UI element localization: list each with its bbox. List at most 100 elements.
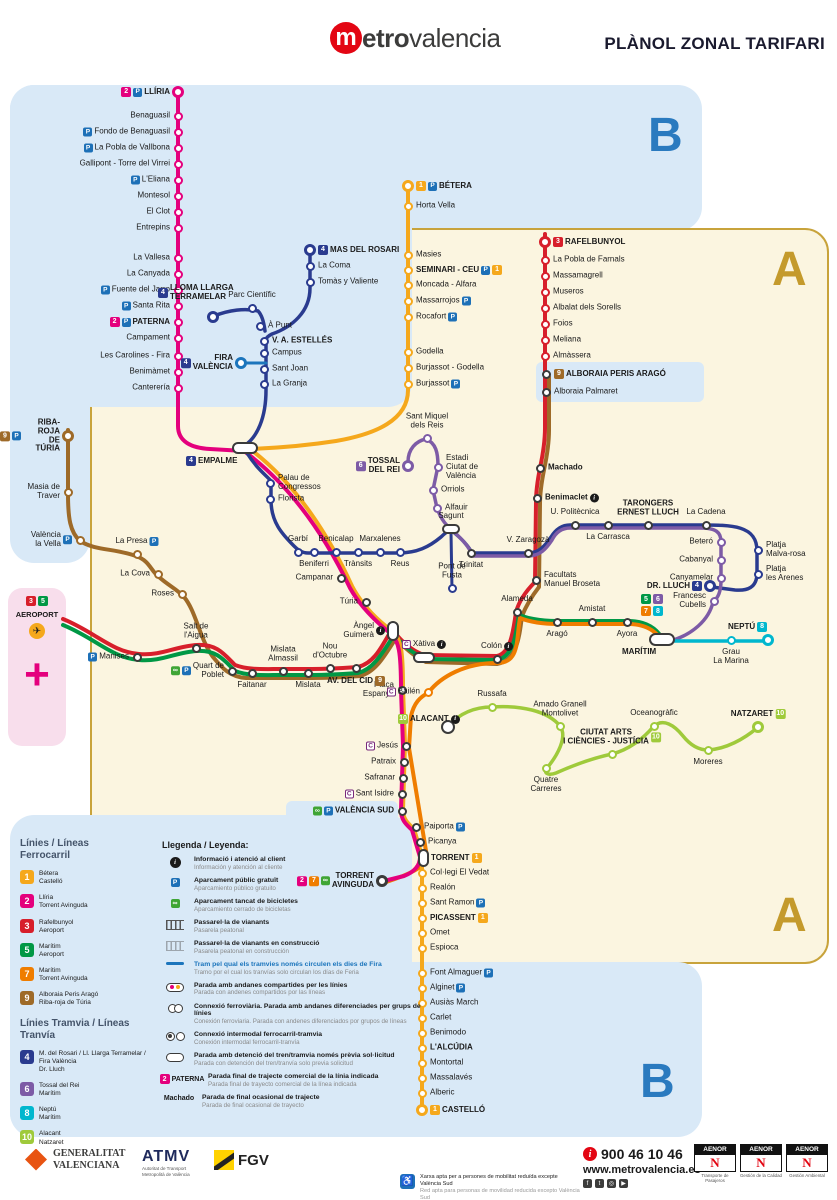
- station-name: AV. DEL CID: [326, 675, 374, 685]
- station-dot: [403, 379, 413, 389]
- station-dot: [716, 555, 726, 565]
- line-10-badge: 10: [775, 709, 786, 719]
- station-label: Roses: [151, 588, 174, 599]
- station-name: NATZARET: [730, 708, 774, 718]
- station-dot: [552, 617, 562, 627]
- station-name: Mislata: [295, 680, 321, 689]
- station-name: Sagunt: [438, 511, 464, 521]
- line-2-badge: 2: [109, 317, 120, 327]
- station-name: València la Vella: [30, 530, 61, 548]
- walkway-glyph: [166, 919, 184, 930]
- station-name: Roses: [151, 588, 174, 598]
- parking-icon: P: [448, 312, 458, 322]
- station-name: LLOMA LLARGA TERRAMELAR: [170, 283, 234, 301]
- station-label: La Canyada: [126, 268, 170, 279]
- station-dot: [523, 548, 533, 558]
- legend-text-es: Parada con andenes compartidos por las l…: [194, 989, 326, 997]
- station-name: Sant Miquel dels Reis: [405, 411, 449, 430]
- station-label: Ausiàs March: [430, 998, 478, 1008]
- line-4-badge: 4: [180, 358, 191, 368]
- fgv-wordmark: FGV: [238, 1151, 269, 1169]
- station-dot: [417, 983, 427, 993]
- station-label: Quatre Carreres: [530, 775, 561, 794]
- station-dot: [417, 968, 427, 978]
- station-dot: [305, 261, 315, 271]
- legend-text: Connexió ferroviària. Parada amb andanes…: [194, 1003, 422, 1026]
- station-name: Russafa: [477, 689, 507, 699]
- station-name: La Canyada: [126, 268, 170, 278]
- station-dot: [173, 301, 183, 311]
- instagram-icon: ◎: [607, 1179, 616, 1188]
- station-label: Moreres: [693, 757, 722, 767]
- station-label: La Granja: [272, 379, 307, 389]
- station-label: Machado: [548, 463, 583, 473]
- station-dot: [417, 1013, 427, 1023]
- station-name: Canterería: [132, 382, 170, 392]
- station-label: Museros: [553, 286, 584, 297]
- legend-text-ca: Aparcament tancat de bicicletes: [194, 897, 298, 905]
- station-name: BÉTERA: [439, 180, 472, 190]
- line-6-path: [406, 437, 723, 643]
- page-title: PLÀNOL ZONAL TARIFARI: [604, 34, 825, 53]
- station-label-aeroport: AEROPORT: [15, 610, 59, 619]
- legend-text-es: Aparcamiento público gratuito: [194, 884, 276, 892]
- station-dot: [587, 617, 597, 627]
- station-name: Museros: [553, 286, 584, 296]
- station-name: Safranar: [364, 772, 395, 782]
- station-name: Entrepins: [136, 222, 170, 232]
- station-name: Les Carolines - Fira: [100, 350, 170, 360]
- walkway-construction-glyph: [166, 940, 184, 951]
- station-name: Àngel Guimerà: [343, 621, 374, 639]
- station-interchange: [442, 524, 460, 534]
- station-name: Font Almaguer: [430, 967, 483, 977]
- airplane-icon: ✈: [29, 623, 45, 639]
- gva-line1: GENERALITAT: [53, 1148, 126, 1159]
- station-dot: [132, 652, 142, 662]
- atmv-caption: Autoritat de Transport Metropolità de Va…: [142, 1166, 190, 1177]
- station-dot: [541, 369, 551, 379]
- legend-bike-icon: ∞: [162, 898, 188, 908]
- station-dot: [701, 520, 711, 530]
- legend-text-ca: Passarel·la de vianants: [194, 918, 270, 926]
- parking-icon: P: [170, 877, 180, 887]
- bike-parking-icon: ∞: [170, 898, 180, 908]
- station-name: Reus: [390, 559, 410, 568]
- station-dot: [361, 597, 371, 607]
- rail-lines-title: Línies / Líneas Ferrocarril: [20, 838, 89, 861]
- station-dot: [304, 244, 316, 256]
- parking-icon: P: [451, 379, 461, 389]
- parking-icon: P: [481, 265, 491, 275]
- station-name: Albalat dels Sorells: [553, 302, 622, 312]
- station-name: Montortal: [430, 1057, 464, 1067]
- station-dot: [353, 547, 363, 557]
- zone-b-left-extension: [10, 85, 90, 563]
- info-icon: i: [169, 857, 181, 868]
- station-name: Campanar: [295, 572, 333, 582]
- accessibility-note: ♿ Xarxa apta per a persones de mobilitat…: [400, 1174, 580, 1200]
- station-name: SEMINARI - CEU: [416, 264, 480, 274]
- station-dot: [173, 143, 183, 153]
- zone-highlight-box: [286, 801, 398, 821]
- station-dot: [753, 569, 763, 579]
- station-dot: [433, 462, 443, 472]
- shared-platform-glyph: [166, 982, 184, 992]
